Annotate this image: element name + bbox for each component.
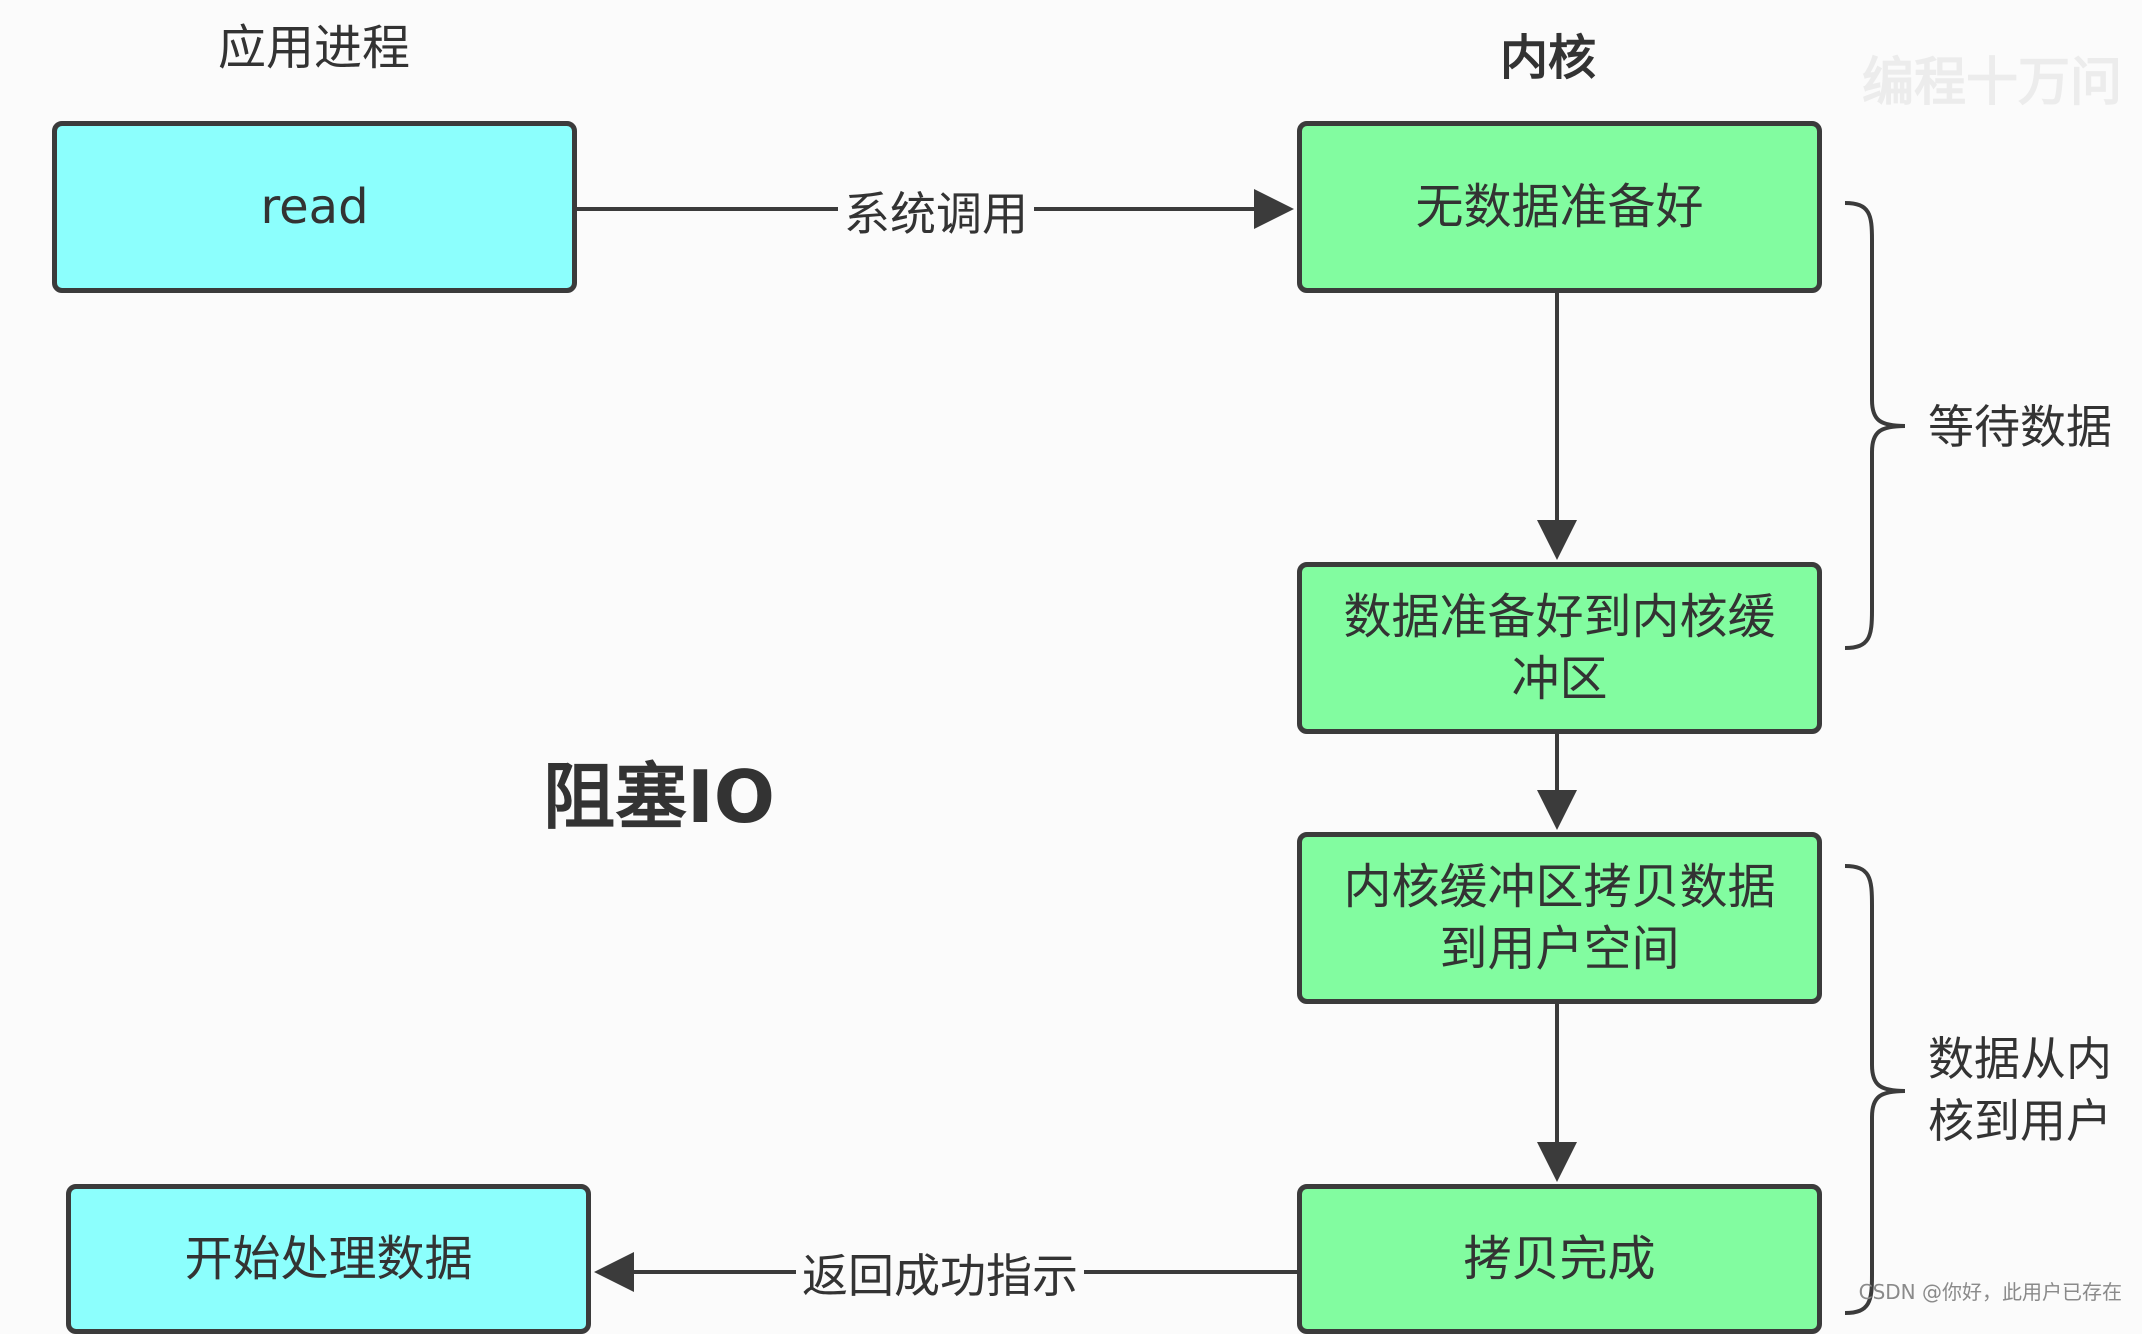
brace-label-kernel-to-user: 数据从内 核到用户 <box>1928 1032 2112 1148</box>
node-copy-done: 拷贝完成 <box>1297 1184 1822 1334</box>
app-column-title: 应用进程 <box>218 20 411 76</box>
node-start-processing: 开始处理数据 <box>66 1184 591 1334</box>
node-copy-to-user-space: 内核缓冲区拷贝数据 到用户空间 <box>1297 832 1822 1004</box>
top-watermark: 编程十万问 <box>1861 53 2122 113</box>
edge-label-syscall: 系统调用 <box>838 178 1034 244</box>
brace-label-wait-data: 等待数据 <box>1928 400 2112 454</box>
node-read: read <box>52 121 577 293</box>
brace-kernel-to-user <box>1844 864 1906 1315</box>
node-no-data-ready: 无数据准备好 <box>1297 121 1822 293</box>
brace-wait-data <box>1844 201 1906 650</box>
node-data-ready-in-kernel: 数据准备好到内核缓 冲区 <box>1297 562 1822 734</box>
edge-label-return-success: 返回成功指示 <box>796 1240 1084 1306</box>
main-title: 阻塞IO <box>543 755 775 839</box>
csdn-watermark: CSDN @你好，此用户已存在 <box>1858 1280 2122 1304</box>
kernel-column-title: 内核 <box>1500 30 1597 86</box>
